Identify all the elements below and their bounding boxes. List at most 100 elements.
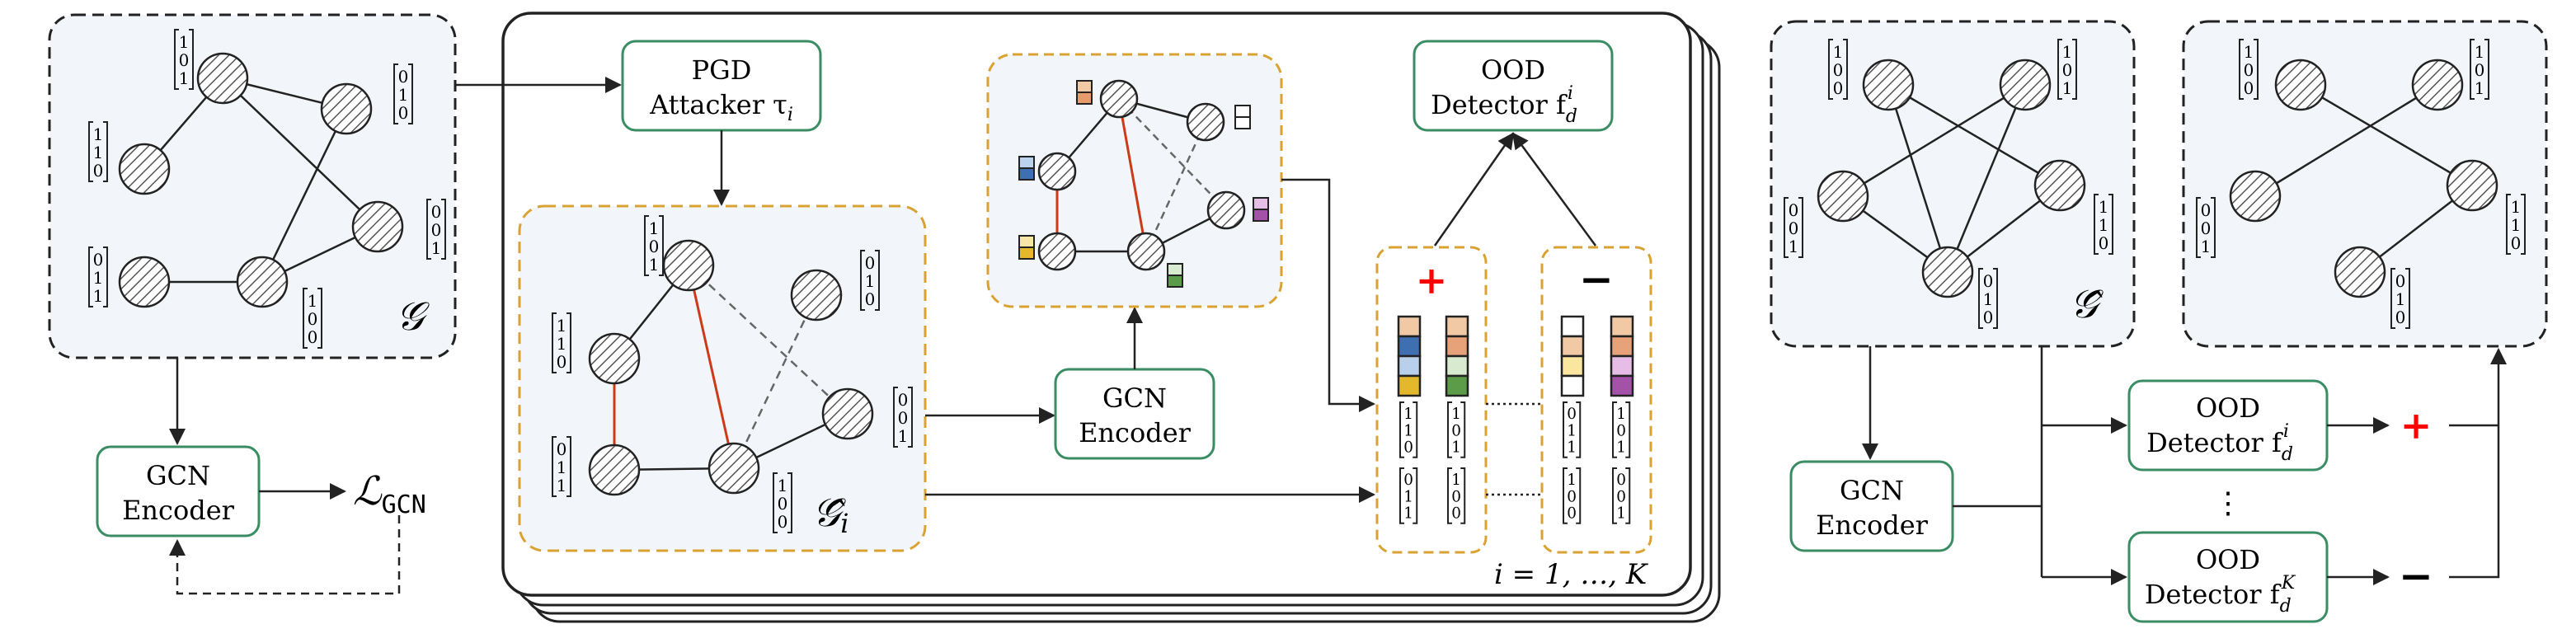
feature-vector: 001 — [1612, 467, 1631, 524]
feature-vector: 010 — [2390, 268, 2410, 329]
vector-entry: 1 — [179, 68, 190, 88]
gcn-right-line2: Encoder — [1816, 509, 1929, 541]
negative-sign-right: − — [2399, 551, 2433, 600]
gcn-mid-line1: GCN — [1102, 383, 1167, 414]
vector-entry: 0 — [1789, 200, 1799, 220]
vector-bracket — [552, 436, 571, 497]
pgd-label-line2: Attacker τi — [649, 89, 793, 125]
ood-detector-i: OOD Detector fdi — [2127, 379, 2329, 472]
vector-entry: 1 — [179, 32, 190, 52]
vector-entry: 1 — [1403, 505, 1413, 523]
vector-entry: 0 — [2201, 200, 2212, 220]
vector-entry: 1 — [2511, 215, 2522, 235]
vector-bracket — [1612, 467, 1631, 524]
ood-k-line2: Detector fdK — [2145, 573, 2296, 617]
vector-entry: 0 — [649, 237, 660, 256]
arrow-pos-to-ood — [1433, 132, 1515, 246]
iteration-label: i = 1, …, K — [1494, 558, 1649, 591]
vector-entry: 0 — [1616, 488, 1626, 505]
vector-bracket — [393, 63, 413, 124]
vector-entry: 1 — [1567, 422, 1577, 439]
vector-bracket — [1399, 401, 1418, 458]
feature-vector: 100 — [1447, 467, 1466, 524]
feature-vector: 110 — [88, 121, 108, 182]
vector-entry: 1 — [1616, 505, 1626, 523]
vector-entry: 0 — [898, 390, 909, 410]
vector-bracket — [2390, 268, 2410, 329]
feature-vector: 100 — [1828, 39, 1848, 100]
vector-entry: 0 — [1403, 439, 1413, 457]
vector-entry: 1 — [93, 143, 104, 162]
vector-entry: 0 — [2244, 60, 2254, 80]
vector-entry: 0 — [2201, 218, 2212, 238]
vector-entry: 0 — [1451, 488, 1461, 505]
vector-entry: 0 — [2395, 271, 2406, 291]
vector-entry: 1 — [1616, 406, 1626, 423]
vector-bracket — [1399, 467, 1418, 524]
feature-vector: 011 — [1399, 467, 1418, 524]
feature-vector: 110 — [1399, 401, 1418, 458]
negative-samples-column: − — [1540, 246, 1652, 554]
graph-symbol-g: 𝒢 — [396, 293, 430, 340]
vector-entry: 1 — [2062, 42, 2073, 62]
vector-bracket — [88, 246, 108, 307]
removed-edges — [688, 265, 848, 469]
vector-entry: 0 — [1451, 422, 1461, 439]
positive-sign-right: + — [2400, 403, 2433, 448]
vector-entry: 0 — [1789, 218, 1799, 238]
input-graph-panel: 𝒢 — [48, 13, 457, 359]
feature-vector: 110 — [2506, 194, 2526, 255]
ood-i-line2: Detector fdi — [2146, 421, 2293, 465]
graph-symbol-g-hat: 𝒢̂ — [2070, 281, 2104, 327]
vector-entry: 1 — [557, 334, 567, 354]
arrow-to-reference-graph — [2449, 348, 2507, 579]
feature-vector: 010 — [1978, 268, 1998, 329]
vector-entry: 1 — [778, 476, 788, 495]
vector-entry: 1 — [398, 85, 409, 105]
vector-entry: 1 — [1403, 422, 1413, 439]
feature-vector: 101 — [1612, 401, 1631, 458]
vector-entry: 0 — [1833, 78, 1844, 98]
feature-vector: 100 — [2239, 39, 2259, 100]
vector-bracket — [2506, 194, 2526, 255]
vector-bracket — [860, 250, 880, 311]
vector-entry: 1 — [2099, 215, 2109, 235]
vector-bracket — [893, 387, 913, 448]
feature-vector: 101 — [644, 215, 664, 276]
vector-bracket — [2196, 197, 2216, 258]
gcn-mid-line2: Encoder — [1079, 417, 1192, 448]
vector-entry: 1 — [2244, 42, 2254, 62]
arrow-embed-to-positive — [1281, 178, 1375, 412]
vector-entry: 0 — [431, 202, 442, 222]
vector-entry: 1 — [2201, 237, 2212, 256]
vector-bracket — [1447, 401, 1466, 458]
vector-bracket — [1563, 467, 1582, 524]
vector-entry: 1 — [1451, 439, 1461, 457]
pgd-label-line1: PGD — [692, 54, 752, 86]
vector-entry: 0 — [431, 220, 442, 240]
vector-entry: 1 — [649, 218, 660, 238]
feature-vector: 101 — [2057, 39, 2077, 100]
vector-entry: 1 — [1833, 42, 1844, 62]
vector-entry: 0 — [2244, 78, 2254, 98]
vector-bracket — [1828, 39, 1848, 100]
positive-sign-middle: + — [1416, 258, 1448, 303]
input-graph-nodes — [118, 52, 404, 308]
vector-entry: 1 — [1451, 406, 1461, 423]
vector-entry: 1 — [557, 458, 567, 477]
ood-mid-line2: Detector fdi — [1431, 83, 1577, 127]
feature-vector: 011 — [88, 246, 108, 307]
vector-bracket — [174, 29, 194, 90]
vector-bracket — [2094, 194, 2113, 255]
vector-entry: 0 — [557, 439, 567, 459]
ood-i-line1: OOD — [2196, 392, 2260, 424]
vector-entry: 1 — [1567, 439, 1577, 457]
vector-entry: 0 — [1616, 472, 1626, 489]
feature-vector: 011 — [1563, 401, 1582, 458]
feature-vector: 001 — [893, 387, 913, 448]
feature-vector: 100 — [773, 472, 792, 533]
vector-entry: 0 — [898, 408, 909, 428]
feature-vector: 110 — [552, 312, 571, 373]
vector-entry: 1 — [1403, 488, 1413, 505]
